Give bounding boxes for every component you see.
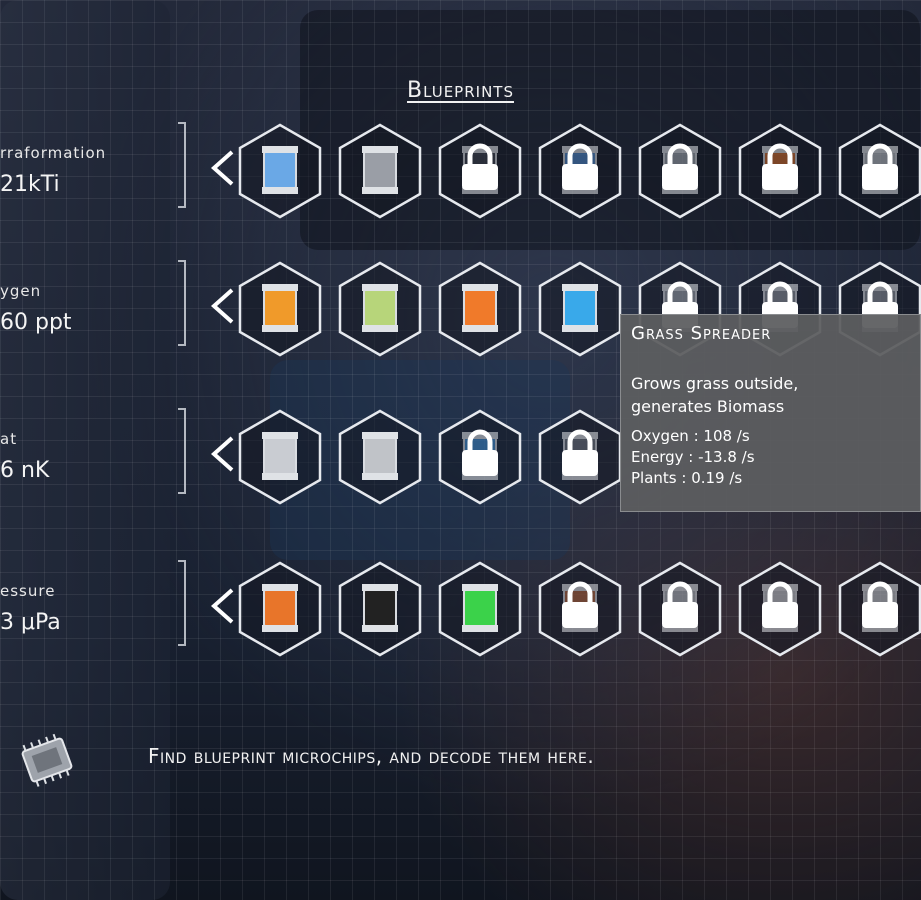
lock-icon xyxy=(562,581,598,628)
solar-panel-icon xyxy=(262,146,298,194)
blueprint-slot-green-reactor[interactable] xyxy=(436,560,524,658)
blueprint-slot-vent[interactable] xyxy=(236,560,324,658)
blueprint-slot-robotic-claw[interactable] xyxy=(236,408,324,506)
drill-platform-icon xyxy=(362,146,398,194)
footer-hint: Find blueprint microchips, and decode th… xyxy=(0,730,921,790)
blueprint-slot-green-pod[interactable] xyxy=(336,260,424,358)
tooltip-energy: Energy : -13.8 /s xyxy=(631,448,755,466)
blueprint-slot-dish-platform[interactable] xyxy=(536,122,624,220)
lock-icon xyxy=(762,143,798,190)
bracket xyxy=(178,260,186,346)
lock-icon xyxy=(562,429,598,476)
robotic-claw-icon xyxy=(262,432,298,480)
category-label: at xyxy=(0,430,18,448)
footer-text: Find blueprint microchips, and decode th… xyxy=(148,744,595,768)
blueprint-slot-panel[interactable] xyxy=(336,560,424,658)
category-row: essure 3 μPa xyxy=(0,560,921,674)
category-label: rraformation xyxy=(0,144,107,162)
background-screen xyxy=(300,10,920,250)
blueprint-slot-microchip[interactable] xyxy=(436,122,524,220)
bracket xyxy=(178,408,186,494)
blueprint-slot-heat-dome[interactable] xyxy=(436,408,524,506)
category-label: essure xyxy=(0,582,56,600)
blueprint-slot-antenna[interactable] xyxy=(836,122,921,220)
bracket xyxy=(178,122,186,208)
chevron-left-icon[interactable] xyxy=(208,286,238,326)
bracket xyxy=(178,560,186,646)
category-row: at 6 nK xyxy=(0,408,921,522)
lock-icon xyxy=(862,581,898,628)
microchip-icon xyxy=(21,733,73,787)
page-title: Blueprints xyxy=(407,78,514,103)
chevron-left-icon[interactable] xyxy=(208,586,238,626)
lock-icon xyxy=(862,143,898,190)
panel-icon xyxy=(362,584,398,632)
tooltip-description: Grows grass outside, generates Biomass xyxy=(631,372,910,418)
green-pod-icon xyxy=(362,284,398,332)
tooltip-title: Grass Spreader xyxy=(631,323,772,344)
category-value: 21kTi xyxy=(0,172,60,197)
orange-reactor-icon xyxy=(462,284,498,332)
tooltip-oxygen: Oxygen : 108 /s xyxy=(631,427,750,445)
blueprint-slot-tank[interactable] xyxy=(736,560,824,658)
blue-tank-icon xyxy=(562,284,598,332)
blueprint-slot-machine[interactable] xyxy=(636,122,724,220)
blueprint-slot-drill-tripod[interactable] xyxy=(336,408,424,506)
lock-icon xyxy=(462,429,498,476)
category-value: 3 μPa xyxy=(0,610,61,635)
blueprint-slot-screen-device[interactable] xyxy=(536,408,624,506)
blueprint-slot-solar-panel[interactable] xyxy=(236,122,324,220)
blueprint-slot-orange-tank[interactable] xyxy=(236,260,324,358)
blueprint-tooltip: Grass Spreader Grows grass outside, gene… xyxy=(620,314,921,512)
tooltip-description-line: generates Biomass xyxy=(631,397,785,416)
blueprint-slot-silo[interactable] xyxy=(636,560,724,658)
category-value: 6 nK xyxy=(0,458,50,483)
blueprint-slot-orange-reactor[interactable] xyxy=(436,260,524,358)
lock-icon xyxy=(462,143,498,190)
chevron-left-icon[interactable] xyxy=(208,434,238,474)
drill-tripod-icon xyxy=(362,432,398,480)
category-row: rraformation 21kTi xyxy=(0,122,921,236)
blueprint-slot-cylinder[interactable] xyxy=(836,560,921,658)
lock-icon xyxy=(762,581,798,628)
blueprint-slot-pump[interactable] xyxy=(536,560,624,658)
category-value: 60 ppt xyxy=(0,310,72,335)
vent-icon xyxy=(262,584,298,632)
blueprint-slot-heater[interactable] xyxy=(736,122,824,220)
lock-icon xyxy=(562,143,598,190)
tooltip-description-line: Grows grass outside, xyxy=(631,374,799,393)
category-label: ygen xyxy=(0,282,42,300)
orange-tank-icon xyxy=(262,284,298,332)
blueprint-slot-drill-platform[interactable] xyxy=(336,122,424,220)
lock-icon xyxy=(662,143,698,190)
green-reactor-icon xyxy=(462,584,498,632)
chevron-left-icon[interactable] xyxy=(208,148,238,188)
lock-icon xyxy=(662,581,698,628)
blueprint-slot-blue-tank[interactable] xyxy=(536,260,624,358)
tooltip-plants: Plants : 0.19 /s xyxy=(631,469,743,487)
